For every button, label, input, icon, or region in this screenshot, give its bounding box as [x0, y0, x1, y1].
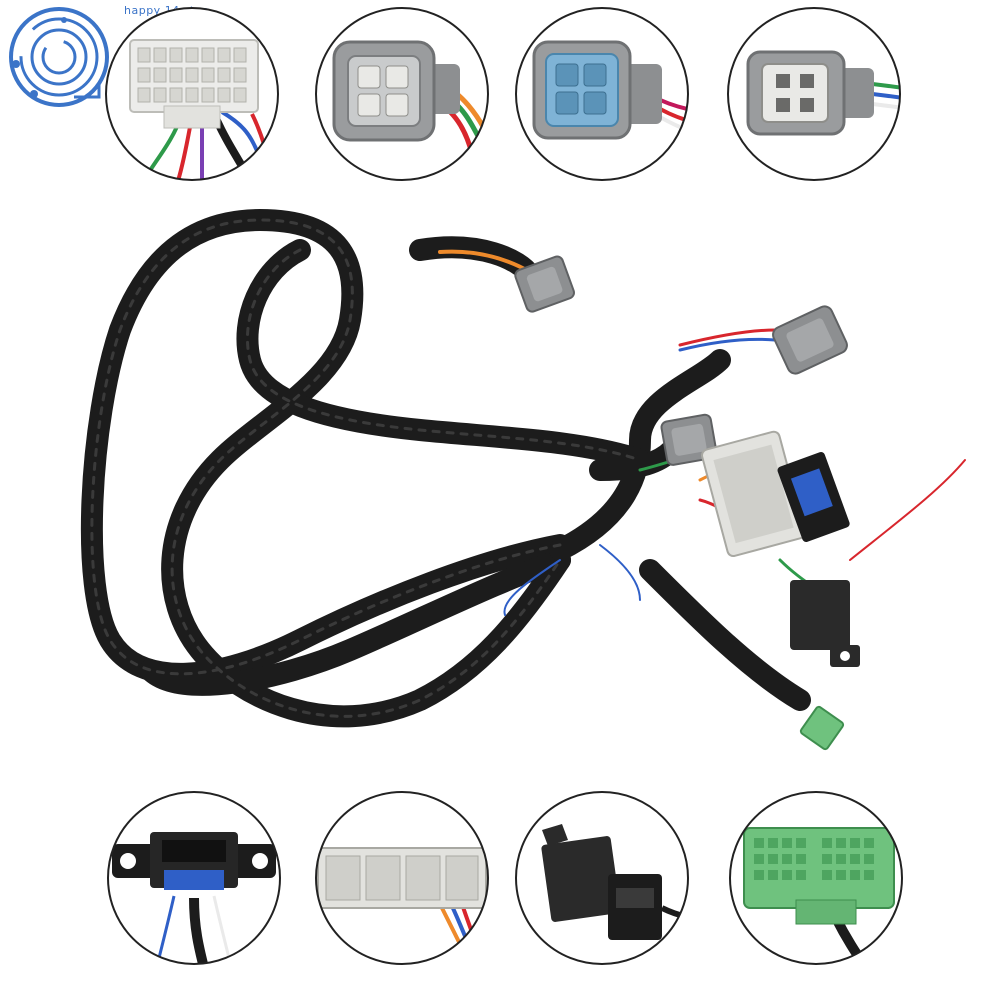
- thumbnail-gray-4-pin-connector: [727, 7, 901, 181]
- thumbnail-green-ecu-connector: [729, 791, 903, 965]
- thumbnail-relay: [515, 791, 689, 965]
- thumbnail-obd2-port-connector: [107, 791, 281, 965]
- watermark-logo-icon: [9, 7, 109, 107]
- thumbnail-blue-gray-connector: [515, 7, 689, 181]
- thumbnail-gray-6-pin-connector: [315, 7, 489, 181]
- thumbnail-white-multi-pin-connector: [105, 7, 279, 181]
- harness-connectors: [514, 255, 860, 751]
- thumbnail-white-ecu-connector: [315, 791, 489, 965]
